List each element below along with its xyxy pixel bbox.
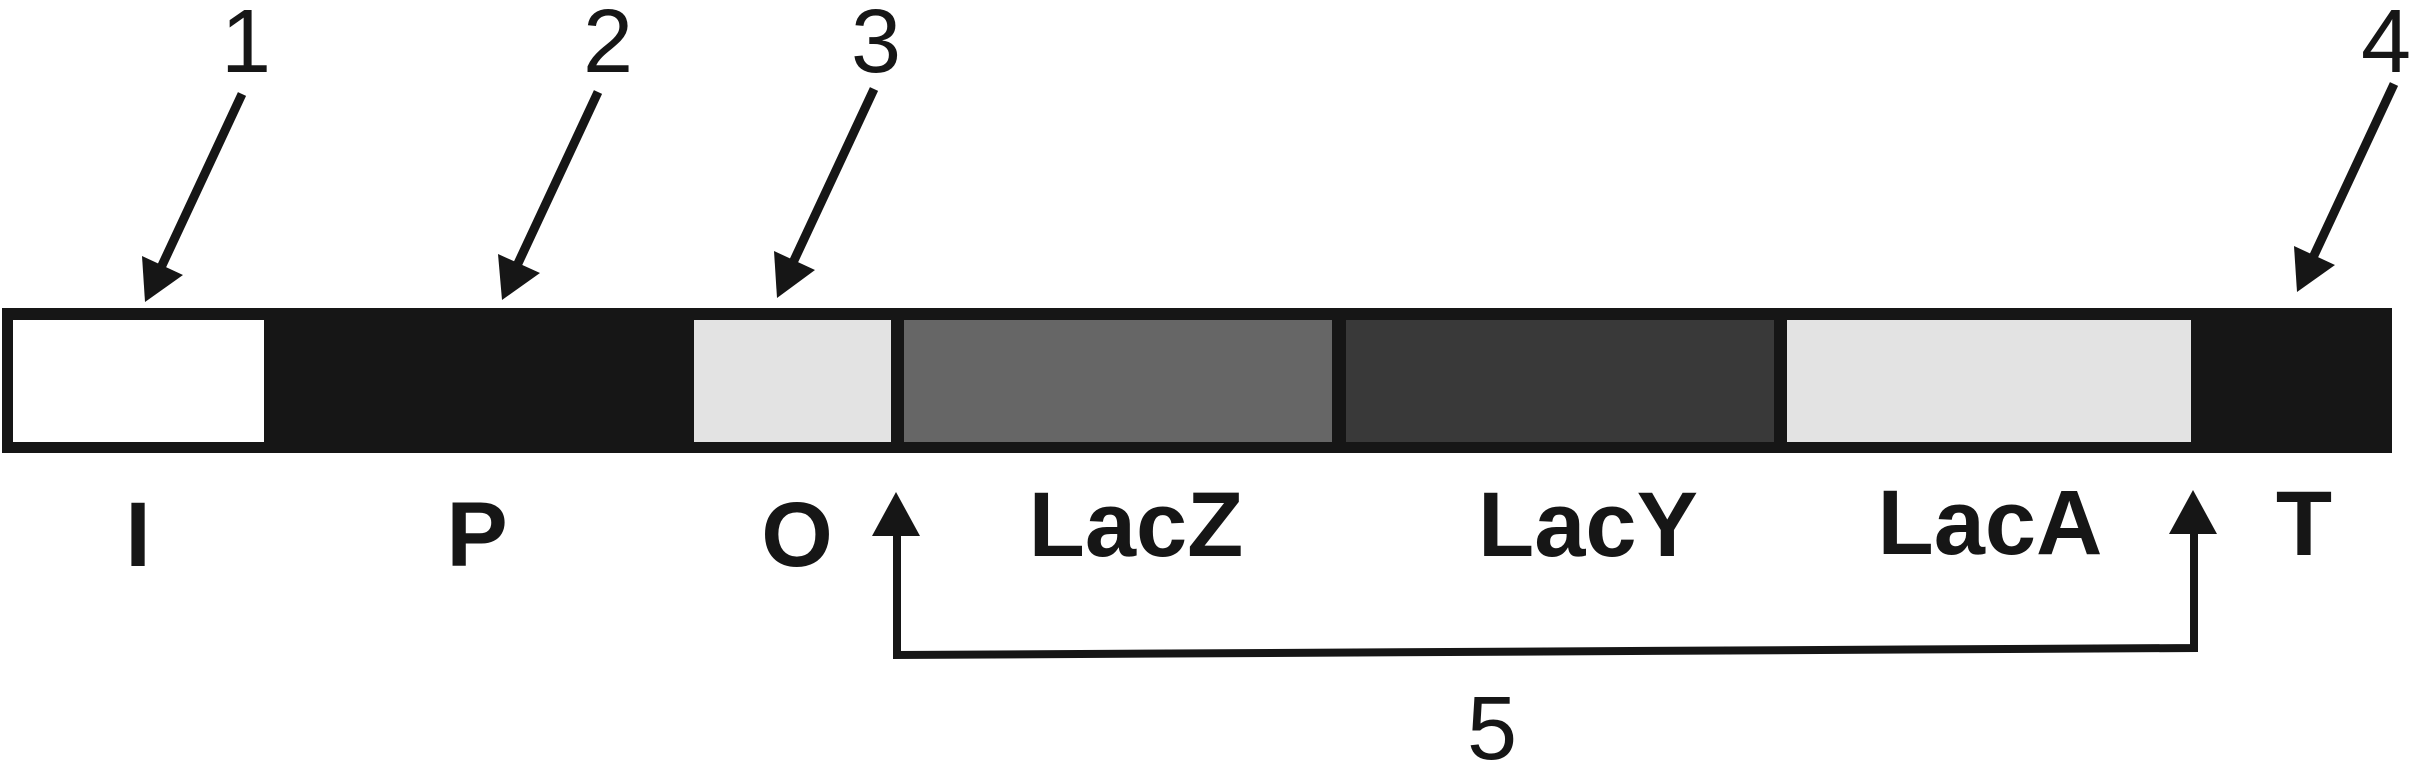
callout-arrow-3: [774, 87, 879, 298]
segment-lacy: [1346, 320, 1774, 442]
callout-number-4: 4: [2361, 0, 2411, 92]
segment-operator-o: [694, 320, 891, 442]
callout-number-2: 2: [583, 0, 633, 92]
label-laca: LacA: [1878, 472, 2103, 574]
label-lacz: LacZ: [1029, 474, 1244, 576]
callout-number-1: 1: [221, 0, 271, 92]
structural-genes-bracket: [872, 490, 2217, 660]
label-i: I: [125, 484, 151, 586]
callout-arrow-4: [2294, 82, 2399, 292]
callout-arrow-2: [498, 90, 603, 300]
callout-number-3: 3: [851, 0, 901, 92]
label-lacy: LacY: [1478, 474, 1698, 576]
callout-arrow-1: [142, 92, 247, 302]
segment-lacz: [904, 320, 1332, 442]
segment-regulator-i: [13, 320, 264, 442]
segment-laca: [1787, 320, 2191, 442]
label-o: O: [761, 484, 833, 586]
label-t: T: [2276, 473, 2332, 575]
callout-number-5: 5: [1467, 679, 1517, 760]
label-p: P: [446, 484, 507, 586]
